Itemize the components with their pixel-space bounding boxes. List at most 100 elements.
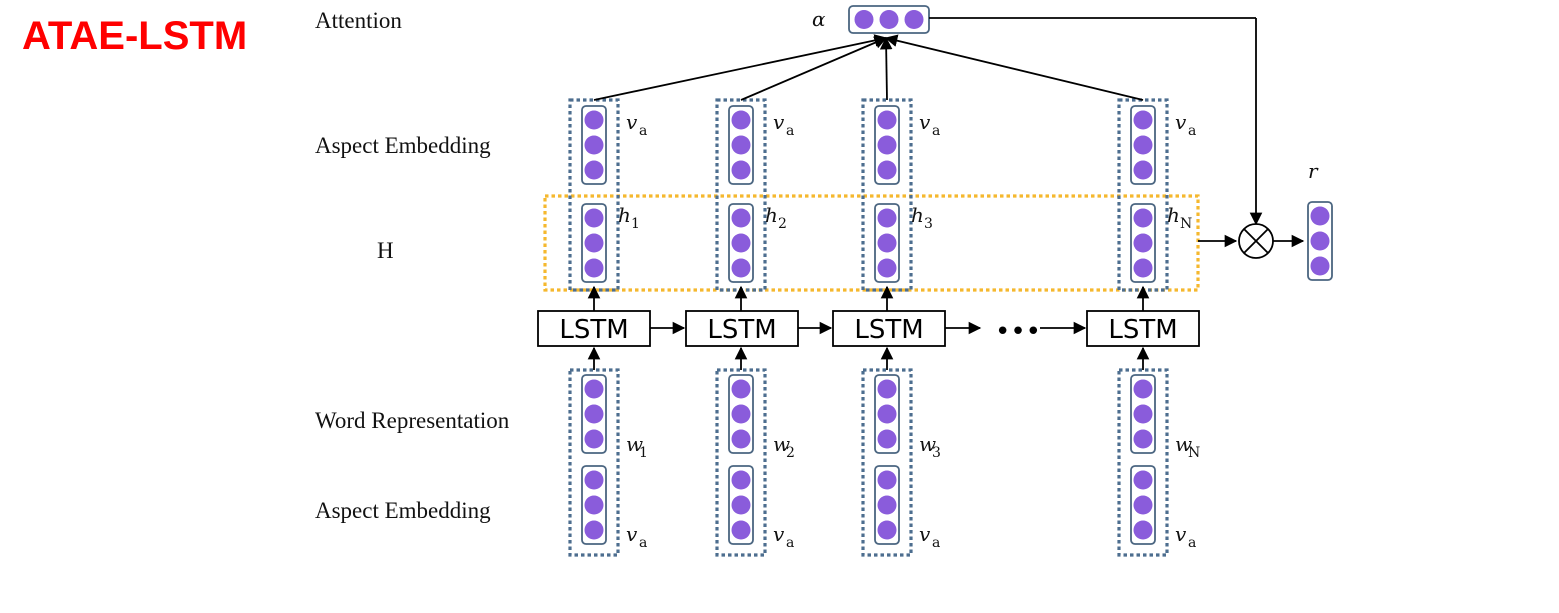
col-4-bottom-dotted-group xyxy=(1117,368,1169,557)
col-1-va-bottom-label-sub: a xyxy=(639,535,647,551)
col-3-bottom-dotted-group xyxy=(861,368,913,557)
col-3-hidden-node-1 xyxy=(877,208,897,228)
col-2-aspect-bottom-node-1 xyxy=(731,470,751,490)
col-2-word-node-2 xyxy=(731,404,751,424)
col-4-word-node-2 xyxy=(1133,404,1153,424)
col-1-word-node-1 xyxy=(584,379,604,399)
col-4-w-label-base: w xyxy=(1175,432,1192,456)
col-4-aspect-bottom-node-3 xyxy=(1133,520,1153,540)
col-3-aspect-top-node-3 xyxy=(877,160,897,180)
r-vector-node-1 xyxy=(1310,206,1330,226)
col-3-word-node-2 xyxy=(877,404,897,424)
col-4-aspect-top-node-1 xyxy=(1133,110,1153,130)
col-4-lstm-box xyxy=(1086,310,1200,347)
col-3-aspect-bottom-node-3 xyxy=(877,520,897,540)
col-1-aspect-top-node-2 xyxy=(584,135,604,155)
r-vector-node-2 xyxy=(1310,231,1330,251)
col-1-lstm-label: LSTM xyxy=(559,315,628,345)
alpha-node-2 xyxy=(879,10,899,29)
multiply-cross-2 xyxy=(1243,228,1269,254)
col-4-h-label-sub: N xyxy=(1180,216,1192,232)
col-3-lstm-label: LSTM xyxy=(854,315,923,345)
col-3-va-top-label-base: v xyxy=(919,110,931,134)
col-2-hidden-node-3 xyxy=(731,258,751,278)
col-2-word-node-1 xyxy=(731,379,751,399)
col-3-va-bottom-label-base: v xyxy=(919,522,931,546)
col-1-h-label-base: h xyxy=(618,203,631,227)
r-label: r xyxy=(1308,159,1319,183)
col-4-va-top-label-sub: a xyxy=(1188,123,1196,139)
col-2-va-top-label-sub: a xyxy=(786,123,794,139)
col-3-arrow-to-attention xyxy=(879,36,893,101)
col-3-va-top-label-sub: a xyxy=(932,123,940,139)
label-aspect-embedding-top: Aspect Embedding xyxy=(315,133,491,158)
col-3-aspect-top-node-1 xyxy=(877,110,897,130)
col-4-hidden-node-2 xyxy=(1133,233,1153,253)
label-h: H xyxy=(377,238,394,263)
col-1-arrow-to-attention xyxy=(593,34,888,101)
col-4-va-bottom-label-sub: a xyxy=(1188,535,1196,551)
col-1-va-top-label-sub: a xyxy=(639,123,647,139)
col-3-w-label-sub: 3 xyxy=(932,445,941,461)
col-2-aspect-top-node-1 xyxy=(731,110,751,130)
col-1-bottom-dotted-group xyxy=(568,368,620,557)
col-4-aspect-top-node-3 xyxy=(1133,160,1153,180)
col-4-hidden-node-1 xyxy=(1133,208,1153,228)
col-2-hidden-node-1 xyxy=(731,208,751,228)
col-3-hidden-node-3 xyxy=(877,258,897,278)
h-region-dotted-box xyxy=(543,194,1200,292)
col-3-aspect-bottom-node-2 xyxy=(877,495,897,515)
label-aspect-embedding-bottom: Aspect Embedding xyxy=(315,498,491,523)
col-2-word-node-3 xyxy=(731,429,751,449)
col-3-h-label-base: h xyxy=(911,203,924,227)
col-4-lstm-label: LSTM xyxy=(1108,315,1177,345)
col-4-aspect-top-node-2 xyxy=(1133,135,1153,155)
col-2-w-label-sub: 2 xyxy=(786,445,795,461)
col-4-word-node-3 xyxy=(1133,429,1153,449)
diagram-title: ATAE-LSTM xyxy=(22,14,248,58)
col-1-va-bottom-label-base: v xyxy=(626,522,638,546)
col-3-hidden-node-2 xyxy=(877,233,897,253)
col-4-va-top-label-base: v xyxy=(1175,110,1187,134)
col-2-aspect-bottom-node-2 xyxy=(731,495,751,515)
col-4-va-bottom-label-base: v xyxy=(1175,522,1187,546)
col-2-arrow-to-attention xyxy=(740,36,888,101)
col-1-aspect-bottom-node-2 xyxy=(584,495,604,515)
col-4-w-label-sub: N xyxy=(1188,445,1200,461)
col-3-w-label-base: w xyxy=(919,432,936,456)
col-1-aspect-bottom-node-1 xyxy=(584,470,604,490)
col-1-lstm-box xyxy=(537,310,651,347)
ellipsis-dots: ••• xyxy=(995,317,1041,347)
col-1-word-node-3 xyxy=(584,429,604,449)
col-2-aspect-top-node-3 xyxy=(731,160,751,180)
label-attention: Attention xyxy=(315,8,402,33)
col-1-hidden-node-3 xyxy=(584,258,604,278)
col-2-va-bottom-label-base: v xyxy=(773,522,785,546)
col-2-lstm-label: LSTM xyxy=(707,315,776,345)
col-1-hidden-node-2 xyxy=(584,233,604,253)
col-4-hidden-node-3 xyxy=(1133,258,1153,278)
col-3-aspect-top-node-2 xyxy=(877,135,897,155)
col-1-va-top-label-base: v xyxy=(626,110,638,134)
col-2-aspect-bottom-node-3 xyxy=(731,520,751,540)
col-4-aspect-bottom-node-2 xyxy=(1133,495,1153,515)
col-2-va-bottom-label-sub: a xyxy=(786,535,794,551)
col-1-aspect-top-node-3 xyxy=(584,160,604,180)
alpha-label: α xyxy=(812,7,826,31)
col-4-h-label-base: h xyxy=(1167,203,1180,227)
alpha-node-3 xyxy=(904,10,924,29)
col-2-va-top-label-base: v xyxy=(773,110,785,134)
col-3-h-label-sub: 3 xyxy=(924,216,933,232)
col-2-hidden-node-2 xyxy=(731,233,751,253)
col-2-lstm-box xyxy=(685,310,799,347)
col-1-word-node-2 xyxy=(584,404,604,424)
r-vector-node-3 xyxy=(1310,256,1330,276)
col-3-va-bottom-label-sub: a xyxy=(932,535,940,551)
col-1-w-label-base: w xyxy=(626,432,643,456)
col-3-word-node-3 xyxy=(877,429,897,449)
col-1-aspect-bottom-node-3 xyxy=(584,520,604,540)
label-word-representation: Word Representation xyxy=(315,408,510,433)
col-2-w-label-base: w xyxy=(773,432,790,456)
